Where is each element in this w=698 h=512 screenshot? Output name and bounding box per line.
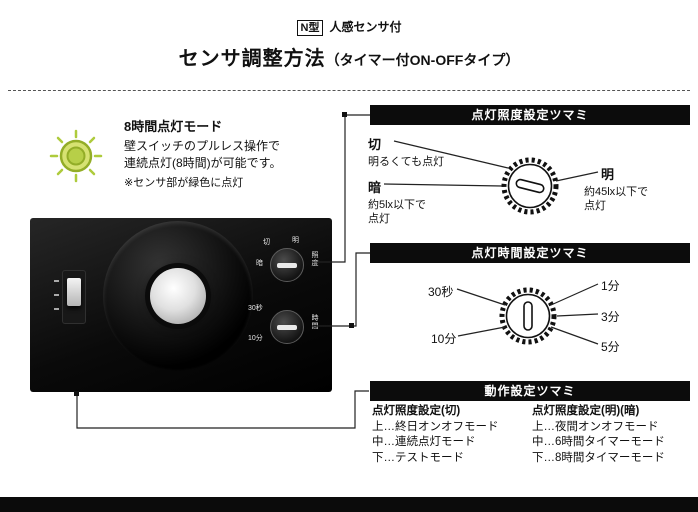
page-title-sub: （タイマー付ON-OFFタイプ）	[325, 52, 520, 68]
operation-col-bright-dark: 点灯照度設定(明)(暗) 上…夜間オンオフモード 中…6時間タイマーモード 下……	[532, 404, 692, 466]
time-10m-label: 10分	[431, 332, 457, 346]
illuminance-bright-desc2: 点灯	[584, 200, 606, 212]
illuminance-off-label: 切	[368, 137, 382, 152]
dashed-divider	[8, 90, 690, 91]
time-knob	[270, 310, 304, 344]
operation-col2-row: 上…夜間オンオフモード	[532, 420, 659, 433]
section-header-operation: 動作設定ツマミ	[370, 381, 690, 401]
mode-note-title: 8時間点灯モード	[124, 119, 223, 134]
time-3m-label: 3分	[601, 310, 620, 324]
knob1-dark-label: 暗	[256, 260, 263, 267]
time-5m-label: 5分	[601, 340, 620, 354]
operation-col1-row: 中…連続点灯モード	[372, 436, 476, 448]
operation-col2-row: 下…8時間タイマーモード	[532, 451, 665, 464]
sensor-glow-icon	[49, 129, 103, 183]
knob1-axis-label: 照度	[311, 251, 318, 267]
illuminance-bright-label: 明	[601, 167, 615, 182]
mode-switch	[67, 278, 81, 306]
illuminance-dark-label: 暗	[368, 180, 382, 195]
model-label: 人感センサ付	[329, 20, 402, 34]
page-title-main: センサ調整方法	[178, 48, 326, 70]
illuminance-dark-desc2: 点灯	[368, 213, 390, 225]
knob2-30s-label: 30秒	[248, 305, 263, 312]
model-header: N型人感センサ付	[0, 18, 698, 36]
knob1-bright-label: 明	[292, 237, 299, 244]
time-knob-diagram	[499, 287, 557, 345]
time-30s-label: 30秒	[428, 285, 454, 299]
operation-col2-title: 点灯照度設定(明)(暗)	[532, 405, 640, 417]
page-footer-bar	[0, 497, 698, 512]
mode-note-line2: 連続点灯(8時間)が可能です。	[124, 156, 282, 170]
illuminance-dark-desc1: 約5lx以下で	[368, 199, 427, 211]
knob2-10m-label: 10分	[248, 335, 263, 342]
illuminance-off-desc: 明るくても点灯	[368, 156, 445, 168]
mode-note-green: ※センサ部が緑色に点灯	[124, 177, 244, 189]
sensor-device-photo: 切 明 暗 照度 30秒 10分 時間	[30, 218, 332, 392]
operation-col1-title: 点灯照度設定(切)	[372, 405, 461, 417]
knob1-off-label: 切	[263, 239, 270, 246]
sensor-dome	[150, 268, 206, 324]
time-1m-label: 1分	[601, 279, 620, 293]
mode-note-line1: 壁スイッチのプルレス操作で	[124, 139, 281, 153]
illuminance-knob-diagram	[501, 157, 559, 215]
section-header-time: 点灯時間設定ツマミ	[370, 243, 690, 263]
operation-col1-row: 上…終日オンオフモード	[372, 420, 499, 433]
section-header-illuminance: 点灯照度設定ツマミ	[370, 105, 690, 125]
illuminance-knob	[270, 248, 304, 282]
model-type-badge: N型	[296, 19, 324, 36]
eight-hour-mode-note: 8時間点灯モード 壁スイッチのプルレス操作で 連続点灯(8時間)が可能です。 ※…	[124, 118, 281, 192]
operation-col-off: 点灯照度設定(切) 上…終日オンオフモード 中…連続点灯モード 下…テストモード	[372, 404, 532, 466]
operation-col2-row: 中…6時間タイマーモード	[532, 436, 665, 448]
illuminance-bright-desc1: 約45lx以下で	[584, 186, 649, 198]
knob2-axis-label: 時間	[311, 314, 318, 330]
switch-tick-marks	[54, 280, 59, 314]
page-title: センサ調整方法（タイマー付ON-OFFタイプ）	[0, 42, 698, 71]
operation-col1-row: 下…テストモード	[372, 451, 464, 464]
